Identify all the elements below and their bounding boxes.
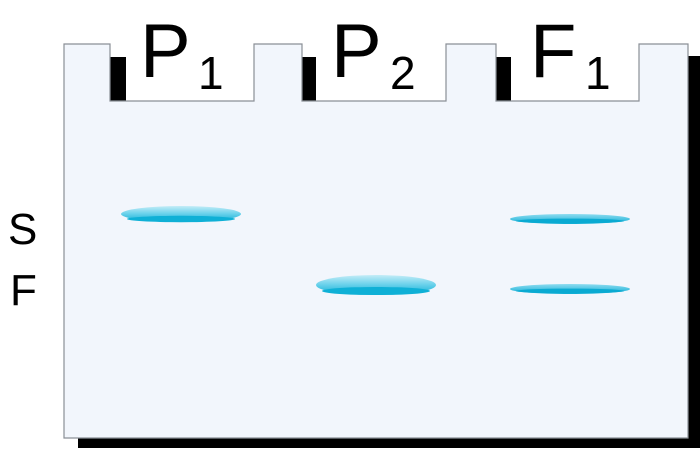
lane-label-p2: P 2	[331, 9, 416, 99]
lane-label-f1-letter: F	[530, 9, 576, 94]
lane-label-p1-letter: P	[140, 9, 191, 94]
well-3-shadow	[496, 57, 511, 102]
well-1-shadow	[110, 57, 126, 102]
band-p2-f	[316, 275, 436, 295]
well-2-shadow	[302, 57, 316, 102]
band-label-fast: F	[10, 266, 37, 315]
lane-label-p1: P 1	[140, 9, 224, 99]
lane-label-f1: F 1	[530, 9, 611, 99]
lane-label-p2-letter: P	[331, 9, 382, 94]
lane-label-p1-subscript: 1	[198, 47, 224, 99]
band-f1-f	[510, 284, 630, 294]
band-label-slow: S	[8, 205, 37, 254]
lane-label-p2-subscript: 2	[390, 47, 416, 99]
lane-label-f1-subscript: 1	[585, 47, 611, 99]
gel-body	[63, 43, 689, 439]
band-p1-s	[121, 206, 241, 223]
band-f1-s	[510, 214, 630, 224]
